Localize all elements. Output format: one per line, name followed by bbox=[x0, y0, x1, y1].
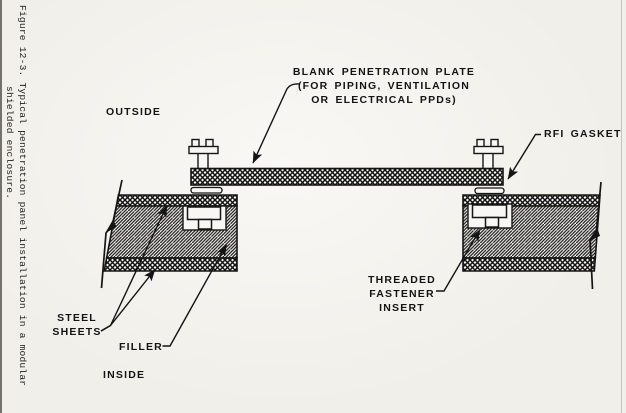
left-panel bbox=[100, 179, 238, 289]
label-steel-sheets: STEEL SHEETS bbox=[46, 312, 108, 339]
label-outside: OUTSIDE bbox=[106, 106, 162, 118]
label-blank-penetration-plate: BLANK PENETRATION PLATE (FOR PIPING, VEN… bbox=[288, 65, 480, 108]
label-inside: INSIDE bbox=[103, 369, 146, 381]
scan-right-edge bbox=[621, 0, 622, 413]
label-rfi-gasket: RFI GASKET bbox=[544, 128, 622, 140]
figure-caption: Figure 12-3. Typical penetration panel i… bbox=[3, 5, 29, 407]
right-break-kink bbox=[589, 228, 600, 241]
right-bolt-shaft bbox=[482, 151, 494, 170]
right-panel bbox=[462, 181, 602, 290]
leader-threaded-insert bbox=[436, 229, 481, 292]
left-insert-lower-boss bbox=[197, 218, 213, 230]
left-bolt bbox=[188, 138, 219, 170]
leader-rfi-gasket bbox=[507, 133, 541, 180]
left-break-kink bbox=[105, 219, 117, 234]
label-steel-sheets-line1: STEEL bbox=[57, 312, 97, 324]
right-bolt bbox=[473, 138, 504, 170]
leader-steel-sheets-bottom bbox=[100, 269, 156, 332]
figure-caption-line2: shielded enclosure. bbox=[4, 86, 15, 200]
right-insert-lower-boss bbox=[484, 216, 500, 228]
left-panel-top-steel-sheet bbox=[115, 194, 238, 207]
left-bolt-shaft bbox=[197, 151, 209, 170]
label-threaded-line1: THREADED bbox=[368, 273, 436, 286]
left-rfi-gasket bbox=[190, 186, 223, 194]
label-threaded-line3: INSERT bbox=[379, 301, 425, 314]
left-threaded-fastener-insert bbox=[186, 206, 222, 221]
label-blank-penetration-plate-line3: OR ELECTRICAL PPDs) bbox=[311, 94, 457, 107]
label-threaded-line2: FASTENER bbox=[369, 287, 435, 300]
label-threaded-fastener-insert: THREADED FASTENER INSERT bbox=[360, 273, 444, 316]
left-panel-bottom-steel-sheet bbox=[103, 257, 238, 272]
label-filler: FILLER bbox=[119, 341, 163, 353]
leader-filler bbox=[162, 244, 228, 347]
blank-penetration-plate bbox=[190, 167, 504, 186]
right-rfi-gasket bbox=[474, 187, 505, 195]
left-bolt-head bbox=[188, 145, 219, 155]
right-threaded-fastener-insert bbox=[471, 204, 508, 219]
label-blank-penetration-plate-line2: (FOR PIPING, VENTILATION bbox=[297, 80, 471, 93]
right-bolt-head bbox=[473, 145, 504, 155]
figure-caption-line1: Figure 12-3. Typical penetration panel i… bbox=[17, 5, 28, 387]
label-steel-sheets-line2: SHEETS bbox=[52, 325, 102, 338]
label-blank-penetration-plate-line1: BLANK PENETRATION PLATE bbox=[292, 66, 476, 78]
leader-blank-plate bbox=[252, 83, 301, 164]
scan-left-edge bbox=[0, 0, 2, 413]
right-panel-bottom-steel-sheet bbox=[462, 257, 597, 272]
